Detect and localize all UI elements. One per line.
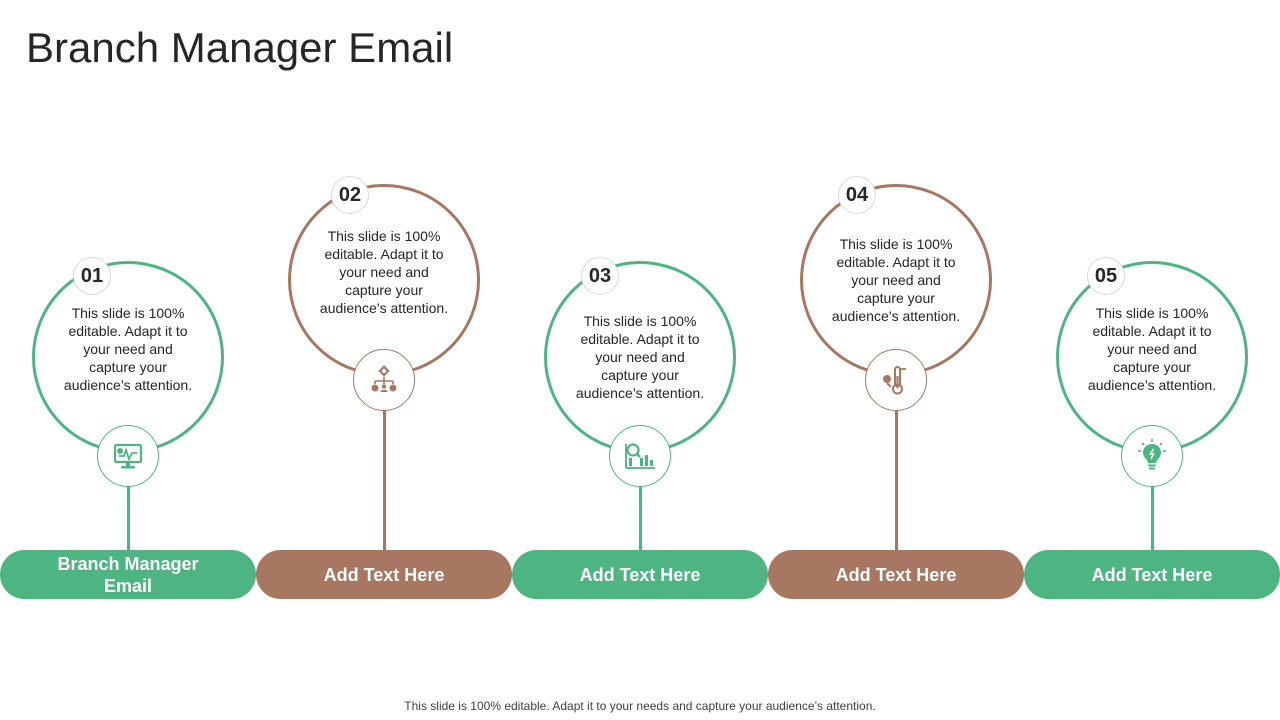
organization-structure-icon <box>371 365 397 392</box>
footer-note: This slide is 100% editable. Adapt it to… <box>404 699 876 713</box>
step-label-pill: Add Text Here <box>768 550 1024 599</box>
lightbulb-icon <box>1138 439 1166 470</box>
step-icon-circle <box>97 425 159 487</box>
step-description: This slide is 100% editable. Adapt it to… <box>831 236 961 324</box>
step-connector <box>1150 487 1154 551</box>
step-connector <box>638 487 642 551</box>
step-label: Branch Manager Email <box>57 553 199 596</box>
step-3: This slide is 100% editable. Adapt it to… <box>512 0 768 720</box>
step-5: This slide is 100% editable. Adapt it to… <box>1024 0 1280 720</box>
monitor-chart-icon <box>113 443 143 469</box>
step-number: 04 <box>838 176 876 214</box>
step-label: Add Text Here <box>323 564 445 585</box>
step-description: This slide is 100% editable. Adapt it to… <box>575 313 705 401</box>
step-1: This slide is 100% editable. Adapt it to… <box>0 0 256 720</box>
step-label-pill: Branch Manager Email <box>0 550 256 599</box>
step-icon-circle <box>353 349 415 411</box>
step-label: Add Text Here <box>1091 564 1213 585</box>
step-connector <box>126 487 130 551</box>
step-number: 01 <box>73 257 111 295</box>
step-icon-circle <box>609 425 671 487</box>
step-number: 05 <box>1087 257 1125 295</box>
page-title: Branch Manager Email <box>26 24 454 71</box>
step-label: Add Text Here <box>835 564 957 585</box>
step-circle: This slide is 100% editable. Adapt it to… <box>1056 261 1248 453</box>
bar-chart-search-icon <box>625 443 655 469</box>
step-circle: This slide is 100% editable. Adapt it to… <box>800 184 992 376</box>
step-description: This slide is 100% editable. Adapt it to… <box>63 305 193 393</box>
step-label-pill: Add Text Here <box>256 550 512 599</box>
step-icon-circle <box>1121 425 1183 487</box>
step-connector <box>894 410 898 551</box>
step-number: 02 <box>331 176 369 214</box>
step-4: This slide is 100% editable. Adapt it to… <box>768 0 1024 720</box>
step-label-pill: Add Text Here <box>1024 550 1280 599</box>
step-icon-circle <box>865 349 927 411</box>
step-description: This slide is 100% editable. Adapt it to… <box>319 228 449 316</box>
step-2: This slide is 100% editable. Adapt it to… <box>256 0 512 720</box>
step-connector <box>382 410 386 551</box>
step-circle: This slide is 100% editable. Adapt it to… <box>544 261 736 453</box>
step-label-pill: Add Text Here <box>512 550 768 599</box>
thermometer-coin-icon <box>883 366 906 395</box>
step-circle: This slide is 100% editable. Adapt it to… <box>288 184 480 376</box>
step-description: This slide is 100% editable. Adapt it to… <box>1087 305 1217 393</box>
step-circle: This slide is 100% editable. Adapt it to… <box>32 261 224 453</box>
step-number: 03 <box>581 257 619 295</box>
step-label: Add Text Here <box>579 564 701 585</box>
